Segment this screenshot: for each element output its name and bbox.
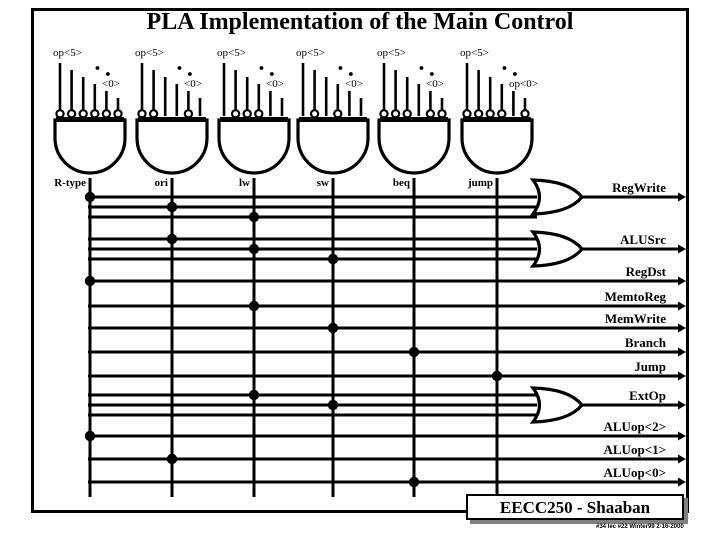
output-label-Branch: Branch	[624, 335, 666, 350]
and-gate-label-sw: sw	[316, 177, 329, 189]
op-low-label-R-type: <0>	[102, 78, 120, 90]
op-high-label-sw: op<5>	[296, 47, 325, 59]
output-label-ALUop<1>: ALUop<1>	[603, 442, 667, 457]
output-label-ALUop<0>: ALUop<0>	[603, 465, 667, 480]
and-gate-label-R-type: R-type	[54, 177, 86, 189]
and-gate-label-ori: ori	[154, 177, 168, 189]
op-high-label-ori: op<5>	[135, 47, 164, 59]
page-title: PLA Implementation of the Main Control	[146, 9, 574, 35]
footer-note: #34 lec #22 Winter99 2-16-2000	[596, 524, 684, 530]
output-label-MemtoReg: MemtoReg	[604, 289, 666, 304]
op-low-label-ori: <0>	[184, 78, 202, 90]
op-low-label-jump: op<0>	[509, 78, 538, 90]
output-label-ALUSrc: ALUSrc	[620, 232, 666, 247]
output-label-RegDst: RegDst	[625, 264, 666, 279]
slide-border-frame	[31, 8, 689, 513]
output-label-Jump: Jump	[634, 359, 666, 374]
op-high-label-beq: op<5>	[377, 47, 406, 59]
op-low-label-lw: <0>	[266, 78, 284, 90]
op-low-label-sw: <0>	[345, 78, 363, 90]
op-high-label-R-type: op<5>	[53, 47, 82, 59]
op-low-label-beq: <0>	[426, 78, 444, 90]
footer-badge: EECC250 - Shaaban	[466, 494, 684, 520]
and-gate-label-jump: jump	[467, 177, 493, 189]
op-high-label-jump: op<5>	[460, 47, 489, 59]
output-label-RegWrite: RegWrite	[612, 180, 666, 195]
op-high-label-lw: op<5>	[217, 47, 246, 59]
output-label-ALUop<2>: ALUop<2>	[603, 419, 667, 434]
and-gate-label-beq: beq	[392, 177, 410, 189]
and-gate-label-lw: lw	[239, 177, 250, 189]
output-label-ExtOp: ExtOp	[629, 388, 666, 403]
output-label-MemWrite: MemWrite	[604, 311, 666, 326]
